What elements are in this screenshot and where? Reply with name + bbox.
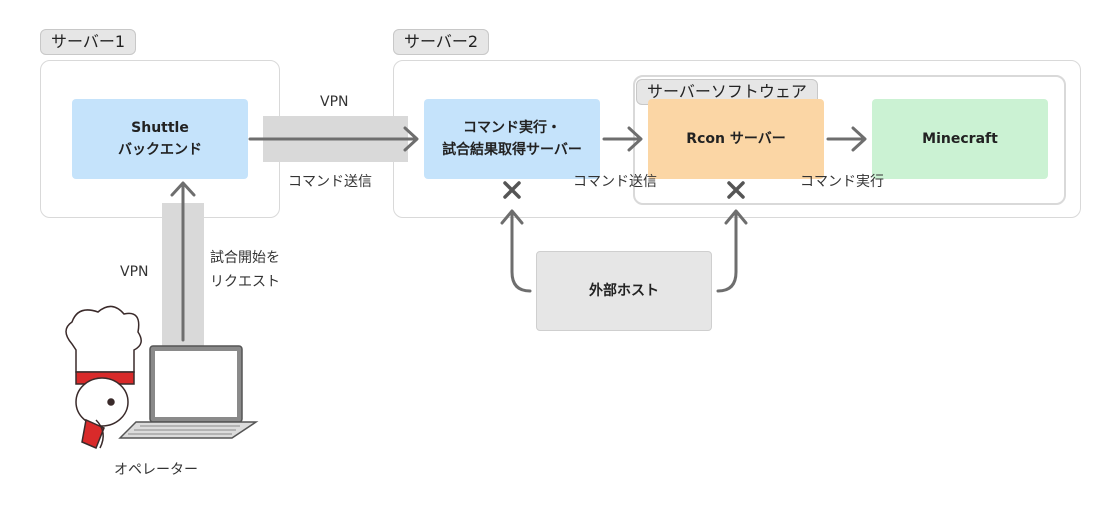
arrowhead-rcon-to-minecraft: [851, 126, 867, 152]
rcon-server-box: Rcon サーバー: [648, 99, 824, 179]
vpn-label-top: VPN: [320, 94, 349, 110]
arrow-external-to-rcon: [716, 210, 738, 293]
request-label-line2: リクエスト: [210, 274, 280, 290]
command-send-label-2: コマンド送信: [573, 174, 657, 190]
request-label: 試合開始を リクエスト: [210, 248, 280, 292]
vpn-label-left: VPN: [120, 264, 149, 280]
external-host-box: 外部ホスト: [536, 251, 712, 331]
request-label-line1: 試合開始を: [210, 250, 280, 266]
arrowhead-command-to-rcon: [627, 126, 643, 152]
arrow-external-to-command: [510, 210, 532, 293]
command-exec-label: コマンド実行: [800, 174, 884, 190]
backend-name: Shuttle: [131, 120, 189, 136]
minecraft-box: Minecraft: [872, 99, 1048, 179]
operator-label: オペレーター: [114, 462, 198, 478]
arrowhead-external-to-command: [500, 209, 524, 225]
command-server-line2: 試合結果取得サーバー: [442, 142, 582, 158]
laptop-icon: [118, 345, 259, 439]
blocked-marks: [503, 181, 745, 199]
command-server-box: コマンド実行・ 試合結果取得サーバー: [424, 99, 600, 179]
arrowhead-external-to-rcon: [724, 209, 748, 225]
command-send-label-1: コマンド送信: [288, 174, 372, 190]
command-server-line1: コマンド実行・: [463, 120, 561, 136]
shuttle-backend-box: Shuttle バックエンド: [72, 99, 248, 179]
operator-mascot-icon: [65, 305, 142, 449]
arrowhead-backend-to-command: [403, 126, 419, 152]
backend-subtitle: バックエンド: [118, 142, 202, 158]
server1-label: サーバー1: [40, 29, 137, 55]
blocked-x-icon: [503, 181, 521, 199]
arrowhead-operator-to-backend: [170, 181, 196, 197]
server2-label: サーバー2: [393, 29, 490, 55]
blocked-x-icon: [727, 181, 745, 199]
